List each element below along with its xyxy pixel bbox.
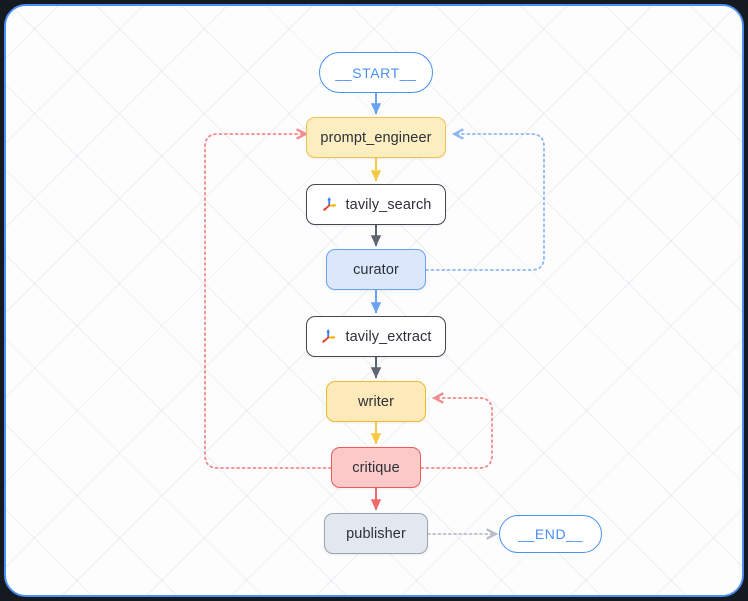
node-start[interactable]: __START__ xyxy=(319,52,433,93)
tavily-axes-icon xyxy=(320,328,337,345)
node-publisher-label: publisher xyxy=(346,525,406,542)
edge-critique-to-prompt-engineer-feedback xyxy=(204,128,332,469)
node-critique-label: critique xyxy=(352,459,400,476)
edge-critique-to-writer-feedback xyxy=(420,392,493,469)
node-tavily-extract[interactable]: tavily_extract xyxy=(306,316,446,357)
node-tavily-search[interactable]: tavily_search xyxy=(306,184,446,225)
node-prompt-engineer[interactable]: prompt_engineer xyxy=(306,117,446,158)
node-writer-label: writer xyxy=(357,393,395,410)
node-curator[interactable]: curator xyxy=(326,249,426,290)
node-critique[interactable]: critique xyxy=(331,447,421,488)
node-tavily-search-label: tavily_search xyxy=(345,196,432,213)
node-curator-label: curator xyxy=(353,261,399,278)
node-end[interactable]: __END__ xyxy=(499,515,602,553)
tavily-axes-icon xyxy=(321,196,338,213)
node-prompt-engineer-label: prompt_engineer xyxy=(320,129,432,146)
node-start-label: __START__ xyxy=(335,64,417,81)
edge-curator-to-prompt-engineer-feedback xyxy=(425,128,545,271)
node-writer[interactable]: writer xyxy=(326,381,426,422)
node-publisher[interactable]: publisher xyxy=(324,513,428,554)
graph-canvas[interactable]: __START__ prompt_engineer tavi xyxy=(4,4,744,597)
node-tavily-extract-label: tavily_extract xyxy=(345,328,432,345)
node-end-label: __END__ xyxy=(518,526,583,542)
edge-layer xyxy=(204,93,545,540)
